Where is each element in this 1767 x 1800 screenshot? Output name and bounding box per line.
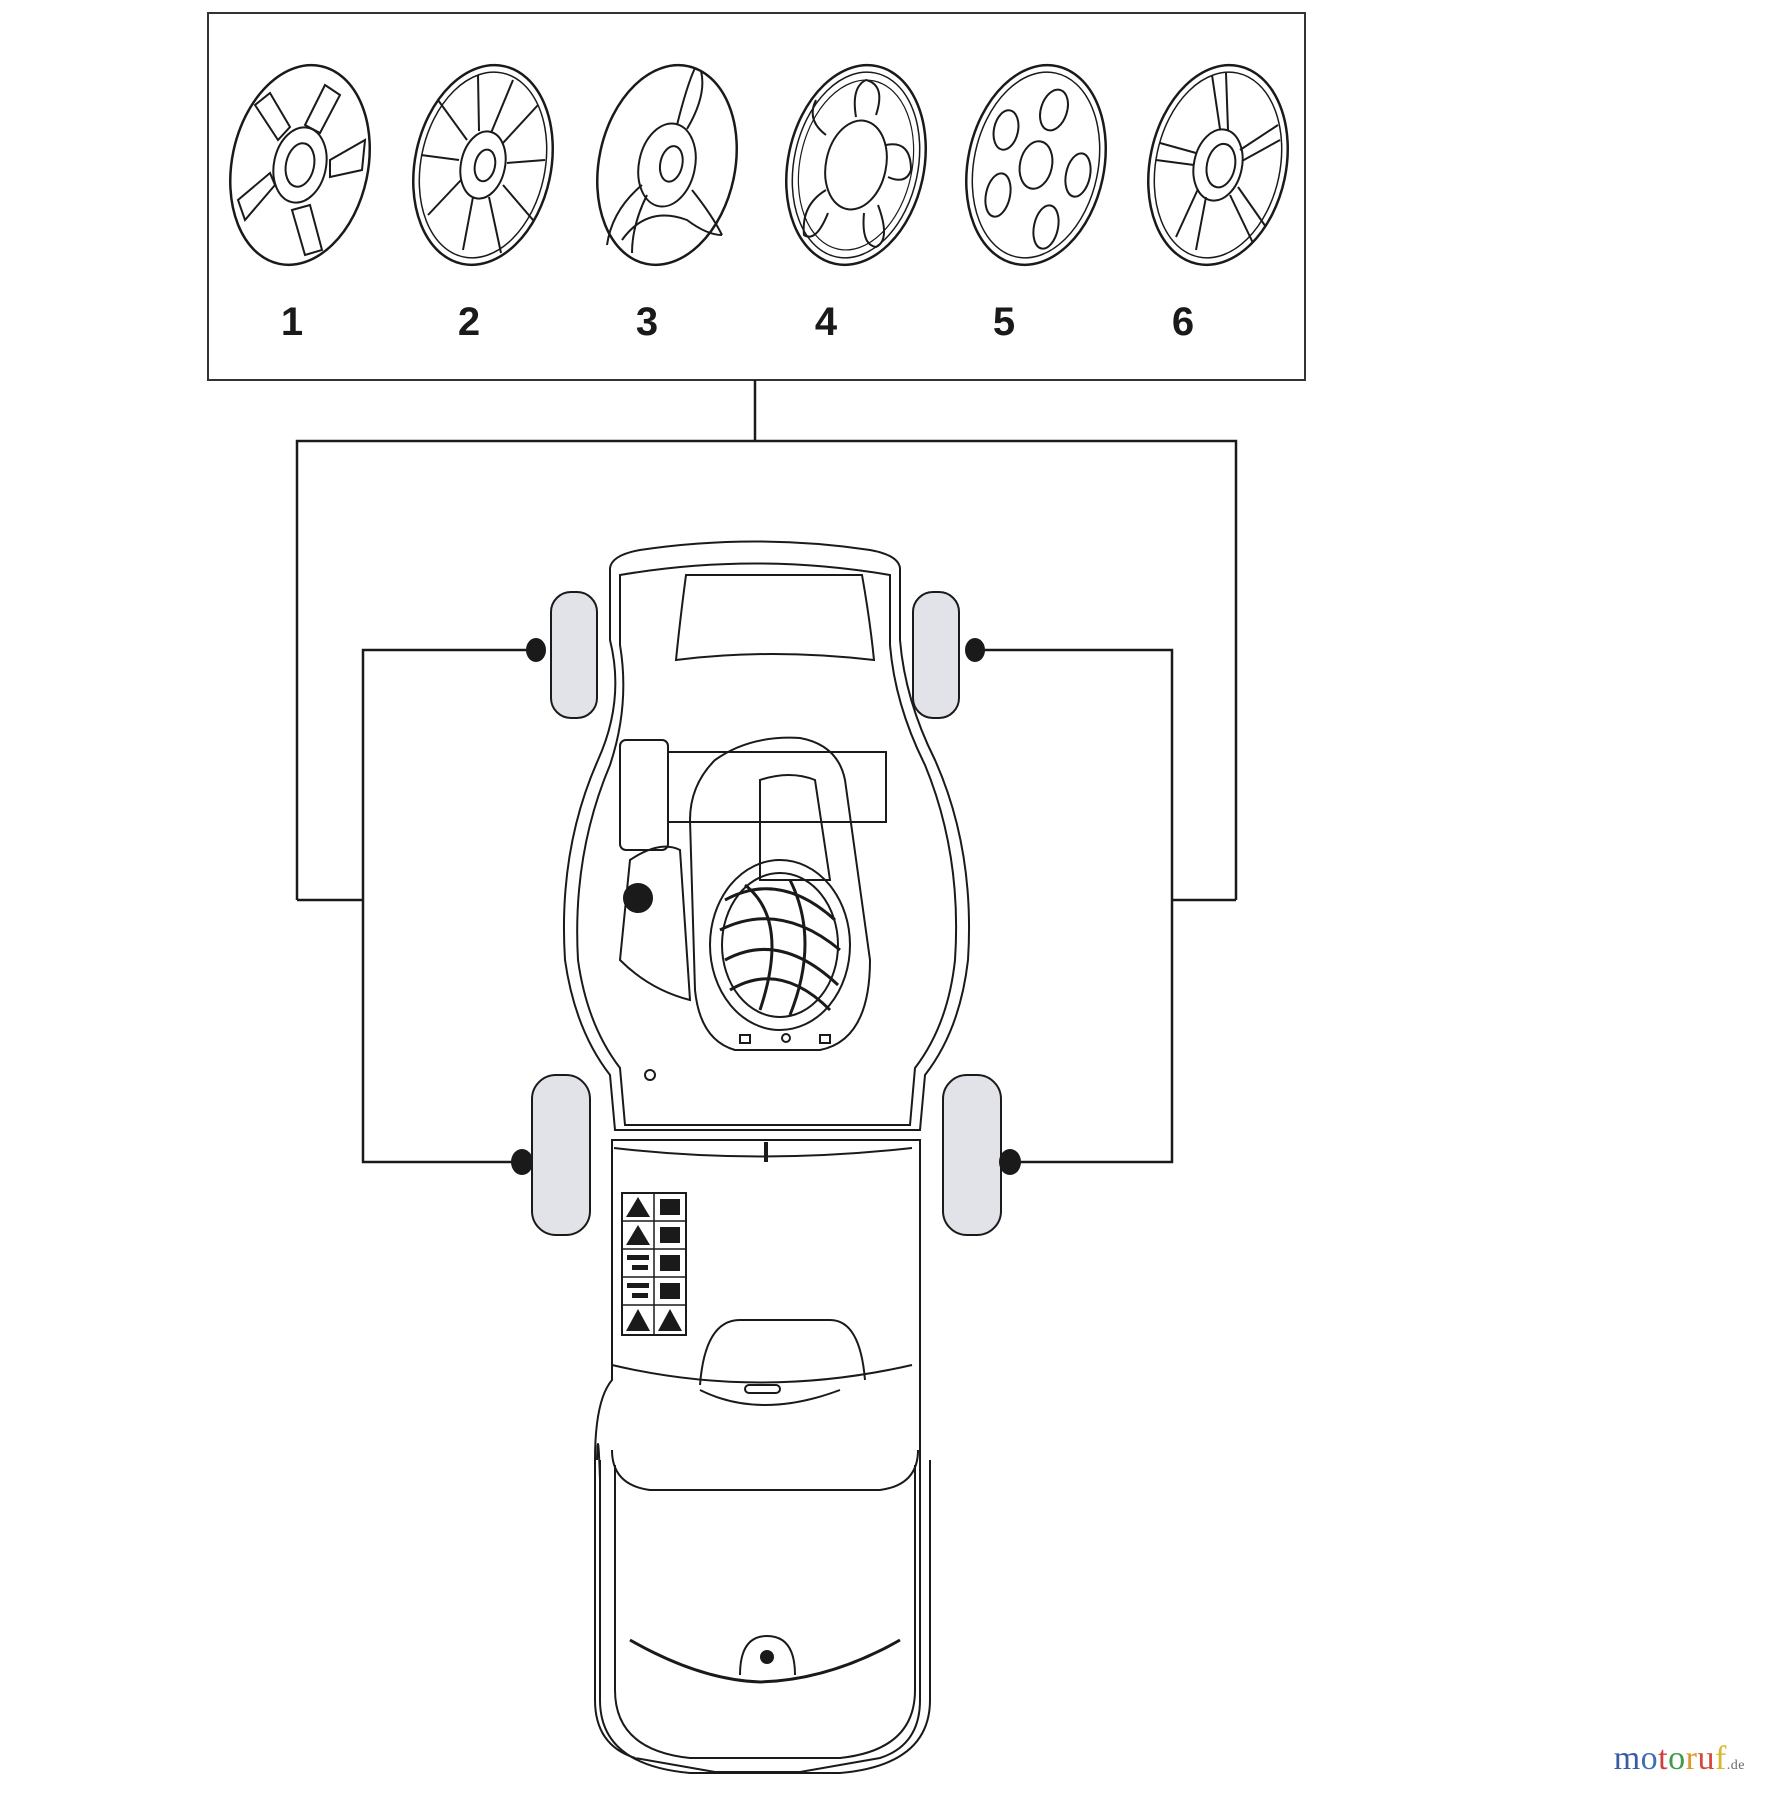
wheel-front-right[interactable] bbox=[912, 591, 985, 719]
safety-label-icon bbox=[621, 1192, 687, 1336]
wheel-rear-right[interactable] bbox=[942, 1074, 1021, 1236]
watermark-logo: motoruf.de bbox=[1614, 1740, 1745, 1778]
hubcap-6-icon bbox=[1129, 50, 1307, 280]
hubcap-label-4: 4 bbox=[815, 300, 838, 344]
hubcap-3-icon bbox=[578, 50, 756, 280]
watermark-letter: o bbox=[1640, 1740, 1659, 1777]
watermark-tld: .de bbox=[1726, 1758, 1745, 1773]
hubcap-1-icon bbox=[211, 50, 389, 280]
watermark-letter: f bbox=[1714, 1740, 1727, 1777]
handle bbox=[599, 1460, 931, 1774]
watermark-letter: m bbox=[1613, 1740, 1641, 1777]
watermark-letter: u bbox=[1697, 1740, 1715, 1777]
hubcap-label-6: 6 bbox=[1172, 300, 1194, 344]
watermark-letter: t bbox=[1658, 1740, 1669, 1777]
wheel-front-left[interactable] bbox=[526, 591, 598, 719]
connector-lines bbox=[295, 380, 1238, 1164]
hubcap-5-icon bbox=[947, 50, 1125, 280]
watermark-letter: o bbox=[1668, 1740, 1686, 1777]
wheel-rear-left[interactable] bbox=[511, 1074, 591, 1236]
hubcap-label-2: 2 bbox=[458, 300, 480, 344]
hubcap-label-5: 5 bbox=[993, 300, 1015, 344]
hubcap-label-3: 3 bbox=[636, 300, 658, 344]
hubcap-4-icon bbox=[767, 50, 945, 280]
lawnmower-body bbox=[562, 540, 971, 1131]
watermark-letter: r bbox=[1685, 1740, 1698, 1777]
engine-icon bbox=[618, 736, 887, 1081]
hubcap-2-icon bbox=[394, 50, 572, 280]
hubcap-options-box bbox=[207, 12, 1306, 381]
hubcap-label-1: 1 bbox=[281, 300, 303, 344]
